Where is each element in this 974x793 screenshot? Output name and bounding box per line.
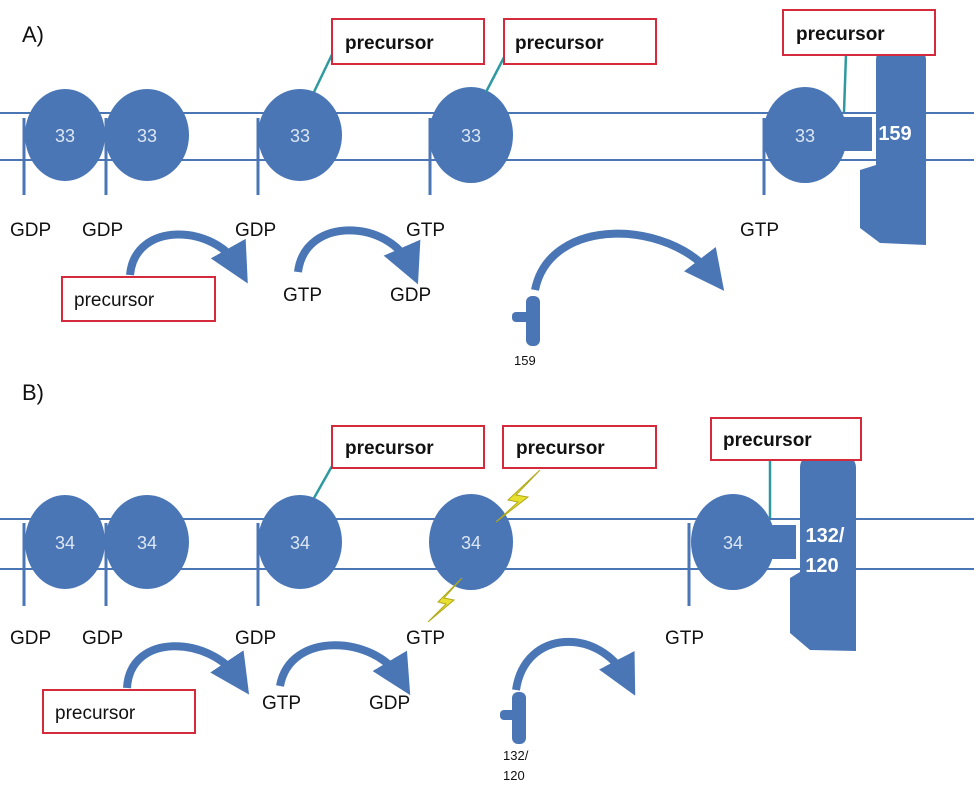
nucleotide-label: GDP (82, 220, 123, 241)
nucleotide-label: GTP (406, 628, 445, 649)
panel-a: A) 33 33 33 33 33 (0, 9, 974, 368)
nucleotide-label: GDP (235, 628, 276, 649)
small-receptor-label: 120 (503, 768, 525, 783)
svg-text:33: 33 (795, 126, 815, 146)
precursor-box-1: precursor (331, 425, 485, 469)
insertion-arrow (531, 229, 725, 291)
svg-text:precursor: precursor (55, 703, 136, 724)
svg-text:precursor: precursor (345, 33, 434, 54)
svg-text:33: 33 (461, 126, 481, 146)
toc33-oval-5: 33 (763, 87, 847, 183)
toc132-small-icon (500, 692, 526, 744)
assembly-arrow (123, 642, 250, 695)
exchange-from-label: GTP (283, 285, 322, 306)
exchange-from-label: GTP (262, 693, 301, 714)
nucleotide-label: GTP (406, 220, 445, 241)
insertion-arrow (512, 638, 636, 696)
nucleotide-label: GTP (740, 220, 779, 241)
nucleotide-label: GDP (82, 628, 123, 649)
gtp-exchange-arrow (276, 641, 411, 696)
anchor-stems (22, 523, 691, 606)
exchange-to-label: GDP (369, 693, 410, 714)
svg-text:34: 34 (723, 533, 743, 553)
toc33-oval-4: 33 (429, 87, 513, 183)
svg-text:34: 34 (461, 533, 481, 553)
panel-b-label: B) (22, 380, 44, 405)
precursor-box-2: precursor (503, 18, 657, 65)
svg-text:precursor: precursor (515, 33, 604, 54)
toc34-oval-3: 34 (258, 495, 342, 589)
toc34-oval-1: 34 (25, 495, 105, 589)
svg-text:33: 33 (55, 126, 75, 146)
svg-text:33: 33 (137, 126, 157, 146)
svg-text:132/: 132/ (806, 525, 845, 547)
small-receptor-label: 132/ (503, 748, 529, 763)
gtp-exchange-arrow (294, 226, 421, 285)
precursor-box-4: precursor (42, 689, 196, 734)
precursor-box-4: precursor (61, 276, 216, 322)
svg-text:precursor: precursor (74, 290, 155, 311)
lightning-bolt-icon (495, 469, 541, 523)
svg-text:33: 33 (290, 126, 310, 146)
panel-b: B) 34 34 34 34 34 (0, 380, 974, 783)
svg-text:precursor: precursor (345, 438, 434, 459)
precursor-box-1: precursor (331, 18, 485, 65)
nucleotide-label: GDP (10, 220, 51, 241)
svg-text:precursor: precursor (796, 24, 885, 45)
toc34-oval-5: 34 (691, 494, 775, 590)
assembly-arrow (126, 230, 248, 284)
nucleotide-label: GDP (235, 220, 276, 241)
precursor-box-3: precursor (782, 9, 936, 56)
toc132-120-receptor: 132/ 120 (770, 452, 856, 651)
svg-text:34: 34 (55, 533, 75, 553)
nucleotide-label: GDP (10, 628, 51, 649)
svg-text:159: 159 (878, 123, 911, 145)
panel-a-label: A) (22, 22, 44, 47)
nucleotide-label: GTP (665, 628, 704, 649)
toc159-receptor: 159 (842, 46, 926, 245)
svg-text:120: 120 (805, 555, 838, 577)
toc33-oval-3: 33 (258, 89, 342, 181)
toc159-small-icon (512, 296, 540, 346)
toc33-oval-2: 33 (105, 89, 189, 181)
svg-text:precursor: precursor (723, 430, 812, 451)
toc33-oval-1: 33 (25, 89, 105, 181)
lightning-bolt-icon (427, 577, 463, 623)
toc34-oval-4: 34 (429, 494, 513, 590)
exchange-to-label: GDP (390, 285, 431, 306)
svg-text:precursor: precursor (516, 438, 605, 459)
toc34-oval-2: 34 (105, 495, 189, 589)
svg-text:34: 34 (290, 533, 310, 553)
precursor-box-2: precursor (502, 425, 657, 469)
svg-text:34: 34 (137, 533, 157, 553)
precursor-box-3: precursor (710, 417, 862, 461)
small-receptor-label: 159 (514, 353, 536, 368)
